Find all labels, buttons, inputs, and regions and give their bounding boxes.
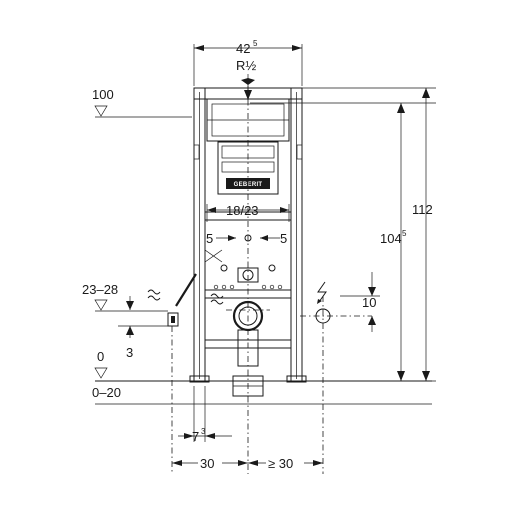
left-5-label: 5 [206,231,213,246]
level-100-label: 100 [92,87,114,102]
height-104-sup: 5 [402,229,407,238]
electric-icon [317,281,327,303]
water-icon [210,293,224,299]
dim-104-5: 104 5 [380,103,407,381]
dim-23-28: 23–28 3 [82,282,168,360]
range-23-28-label: 23–28 [82,282,118,297]
right-5-label: 5 [280,231,287,246]
dim-thread: R½ [236,58,256,100]
dim-top-width-label: 42 [236,41,250,56]
dim-7-3: 7 3 [178,386,232,444]
dim-10: 10 [340,272,380,332]
dim-top-width: 42 5 [193,39,303,86]
dim-112: 112 [412,88,433,381]
dim-18-23: 18/23 [206,203,290,222]
thread-label: R½ [236,58,256,73]
dim-30-label: 30 [200,456,214,471]
water-symbols [147,289,224,305]
dim-5-5: 5 5 [206,231,287,246]
height-112-label: 112 [412,202,433,217]
dim-30: 30 [172,455,248,471]
level-0-label: 0 [97,349,104,364]
level-100-marker-icon [94,105,108,117]
water-icon [147,289,161,295]
level-23-28-marker-icon [94,299,108,311]
dim-top-width-sup: 5 [253,39,258,48]
level-0-marker-icon [94,367,108,379]
height-104-label: 104 [380,231,402,246]
dim-3-label: 3 [126,345,133,360]
dim-7-label: 7 [192,429,199,444]
bracket-18-23-label: 18/23 [226,203,259,218]
frame: GEBERIT [167,87,331,397]
dim-7-sup: 3 [201,427,206,436]
dim-10-label: 10 [362,295,376,310]
dim-ge-30-label: ≥ 30 [268,456,293,471]
dim-ge-30: ≥ 30 [248,455,323,471]
level-0-20-label: 0–20 [92,385,121,400]
